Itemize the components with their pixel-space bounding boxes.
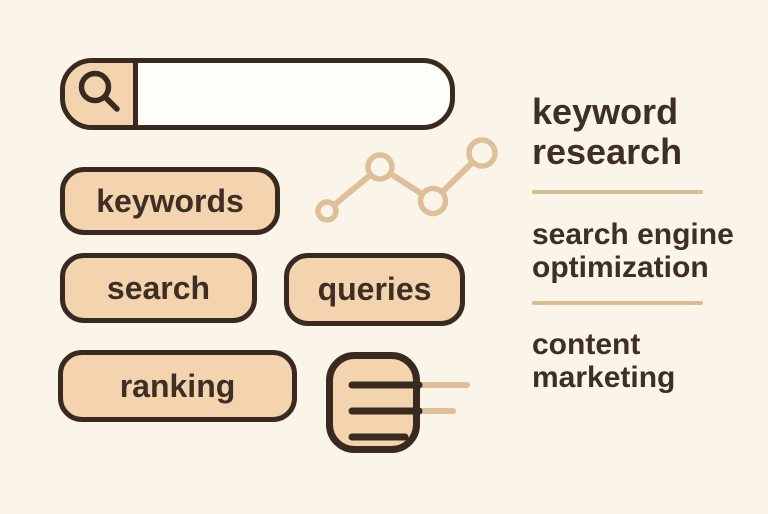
document-lines-icon bbox=[320, 346, 480, 461]
topic-line: optimization bbox=[532, 251, 709, 284]
tag-label: search bbox=[106, 269, 211, 306]
tag-label: keywords bbox=[96, 182, 244, 219]
tag-ranking[interactable]: ranking bbox=[58, 350, 297, 422]
search-bar[interactable] bbox=[60, 58, 455, 130]
topic-content-marketing: content marketing bbox=[532, 328, 757, 394]
divider bbox=[532, 301, 703, 305]
topics-panel: keyword research search engine optimizat… bbox=[532, 92, 757, 394]
tag-search[interactable]: search bbox=[60, 253, 257, 323]
topic-line: research bbox=[532, 131, 683, 172]
topic-search-engine-optimization: search engine optimization bbox=[532, 218, 757, 284]
topic-line: search engine bbox=[532, 218, 734, 251]
topic-line: content bbox=[532, 328, 641, 361]
topic-line: keyword bbox=[532, 91, 679, 132]
topic-keyword-research: keyword research bbox=[532, 92, 757, 172]
tag-label: ranking bbox=[119, 367, 236, 404]
tag-queries[interactable]: queries bbox=[284, 253, 465, 326]
trend-line-icon bbox=[300, 128, 500, 232]
divider bbox=[532, 190, 703, 194]
tag-label: queries bbox=[317, 271, 432, 307]
topic-line: marketing bbox=[532, 361, 676, 394]
magnifier-icon bbox=[68, 63, 130, 125]
search-input[interactable] bbox=[138, 63, 450, 125]
search-icon-button[interactable] bbox=[65, 63, 138, 125]
tag-keywords[interactable]: keywords bbox=[60, 167, 280, 235]
